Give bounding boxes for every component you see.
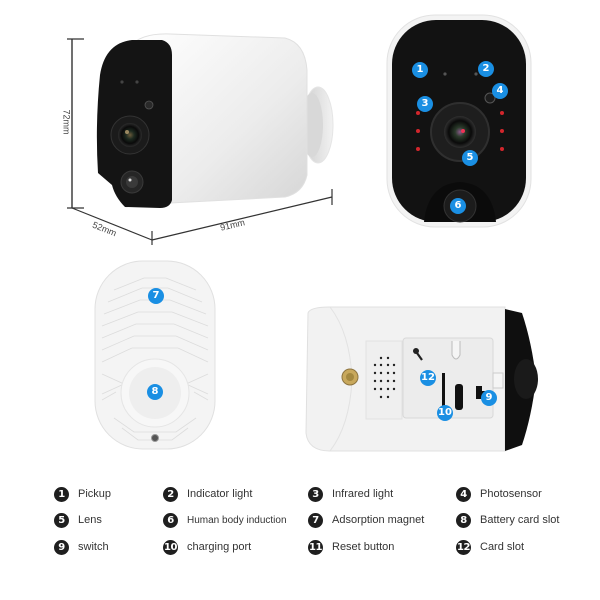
dimension-height-label: 72mm <box>61 109 72 135</box>
legend-number-badge: 3 <box>308 486 323 502</box>
legend-item-indicator-light: 2 Indicator light <box>163 484 252 504</box>
camera-bottom-illustration <box>305 306 538 452</box>
legend-item-adsorption-magnet: 7 Adsorption magnet <box>308 510 424 530</box>
legend-item-charging-port: 10 charging port <box>163 537 251 557</box>
camera-bottom-view: 12 10 9 <box>300 303 542 455</box>
legend-number-badge: 1 <box>54 486 69 502</box>
callout-badge-4: 4 <box>492 83 508 99</box>
legend-label: Reset button <box>332 541 395 553</box>
legend-label: Battery card slot <box>480 514 560 526</box>
callout-badge-6: 6 <box>450 198 466 214</box>
legend-item-photosensor: 4 Photosensor <box>456 484 542 504</box>
camera-back-view: 7 8 <box>94 260 216 450</box>
legend-item-infrared-light: 3 Infrared light <box>308 484 393 504</box>
parts-legend: 1 Pickup 2 Indicator light 3 Infrared li… <box>0 478 600 568</box>
legend-item-lens: 5 Lens <box>54 510 102 530</box>
legend-item-pickup: 1 Pickup <box>54 484 111 504</box>
callout-badge-12: 12 <box>420 370 436 386</box>
legend-number-badge: 9 <box>54 539 69 555</box>
legend-label: Lens <box>78 514 102 526</box>
legend-number-badge: 12 <box>456 539 471 555</box>
callout-badge-10: 10 <box>437 405 453 421</box>
legend-item-card-slot: 12 Card slot <box>456 537 524 557</box>
legend-label: Photosensor <box>480 488 542 500</box>
legend-label: Infrared light <box>332 488 394 500</box>
callout-badge-7: 7 <box>148 288 164 304</box>
legend-label: Pickup <box>78 488 112 500</box>
legend-number-badge: 6 <box>163 512 178 528</box>
legend-label: switch <box>78 541 109 553</box>
legend-label: Human body induction <box>187 514 287 526</box>
legend-number-badge: 2 <box>163 486 178 502</box>
legend-item-human-body-induction: 6 Human body induction <box>163 510 287 530</box>
camera-perspective-illustration <box>67 33 334 245</box>
legend-label: charging port <box>187 541 252 553</box>
camera-perspective-view: 72mm 52mm 91mm <box>60 25 350 250</box>
camera-front-view: 1 2 3 4 5 6 <box>386 14 532 228</box>
callout-badge-8: 8 <box>147 384 163 400</box>
legend-number-badge: 4 <box>456 486 471 502</box>
legend-label: Adsorption magnet <box>332 514 425 526</box>
legend-item-battery-card-slot: 8 Battery card slot <box>456 510 559 530</box>
legend-item-reset-button: 11 Reset button <box>308 537 394 557</box>
callout-badge-9: 9 <box>481 390 497 406</box>
callout-badge-2: 2 <box>478 61 494 77</box>
legend-number-badge: 8 <box>456 512 471 528</box>
legend-number-badge: 10 <box>163 539 178 555</box>
legend-number-badge: 5 <box>54 512 69 528</box>
callout-badge-5: 5 <box>462 150 478 166</box>
legend-item-switch: 9 switch <box>54 537 109 557</box>
callout-badge-1: 1 <box>412 62 428 78</box>
camera-front-illustration <box>386 14 532 228</box>
legend-label: Indicator light <box>187 488 253 500</box>
legend-number-badge: 11 <box>308 539 323 555</box>
callout-badge-3: 3 <box>417 96 433 112</box>
legend-label: Card slot <box>480 541 525 553</box>
legend-number-badge: 7 <box>308 512 323 528</box>
